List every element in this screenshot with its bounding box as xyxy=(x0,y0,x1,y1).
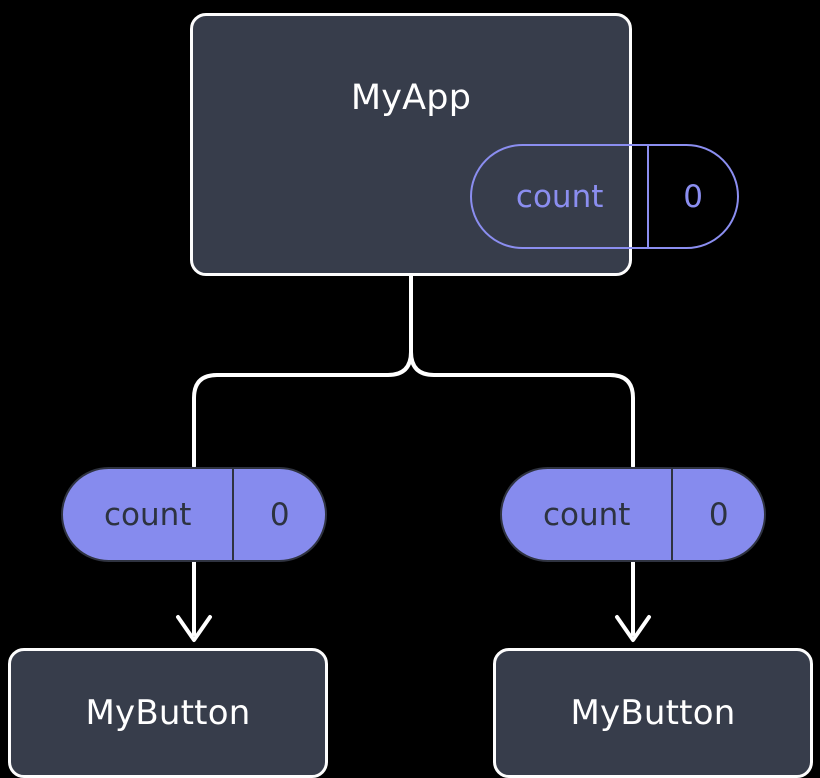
component-node-mybutton-left[interactable]: MyButton xyxy=(8,648,328,778)
component-name-label: MyButton xyxy=(85,693,251,733)
state-pill-count[interactable]: count 0 xyxy=(470,144,739,249)
arrow-head-left xyxy=(176,615,212,642)
prop-pill-value: 0 xyxy=(671,469,764,560)
prop-pill-value: 0 xyxy=(232,469,325,560)
prop-pill-key: count xyxy=(542,496,631,533)
prop-pill-count-left[interactable]: count 0 xyxy=(61,467,327,562)
arrow-head-right xyxy=(615,615,651,642)
state-pill-value: 0 xyxy=(647,146,737,247)
prop-pill-count-right[interactable]: count 0 xyxy=(500,467,766,562)
component-name-label: MyButton xyxy=(570,693,736,733)
branch-connector xyxy=(409,274,635,468)
component-name-label: MyApp xyxy=(350,78,472,118)
branch-connector-left xyxy=(192,350,413,468)
state-pill-key: count xyxy=(515,178,604,215)
prop-pill-key: count xyxy=(103,496,192,533)
component-node-myapp[interactable]: MyApp count 0 xyxy=(190,13,739,276)
component-node-mybutton-right[interactable]: MyButton xyxy=(493,648,813,778)
